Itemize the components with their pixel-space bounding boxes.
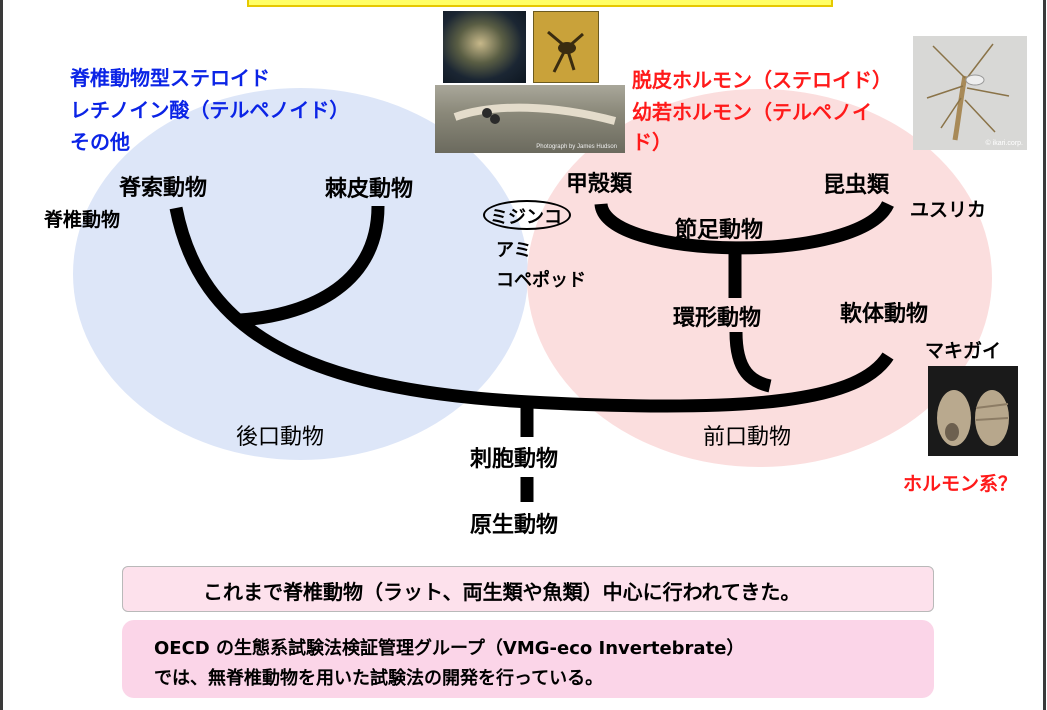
copepod-drawing	[547, 30, 584, 73]
snail-drawing	[937, 390, 1009, 446]
tree-branch-chordate-to-protostome	[169, 206, 894, 413]
slide-border-right	[1043, 0, 1046, 710]
copepod-photo	[533, 11, 599, 83]
label-arthropoda: 節足動物	[675, 218, 764, 243]
label-snail: マキガイ	[925, 340, 1002, 362]
label-insecta: 昆虫類	[823, 173, 890, 198]
chironomid-photo-credit: © ikari.corp.	[985, 140, 1023, 147]
mysid-drawing	[453, 103, 617, 125]
mysid-photo-credit: Photograph by James Hudson	[536, 144, 617, 150]
label-crustacea: 甲殻類	[566, 172, 633, 197]
snail-photo	[928, 366, 1018, 456]
invertebrate-hormone-2: 幼若ホルモン（テルペノイ	[632, 100, 872, 124]
slide-border-left	[0, 0, 3, 710]
label-chironomid: ユスリカ	[910, 199, 987, 221]
daphnia-highlight-ellipse	[483, 200, 571, 230]
vertebrate-hormone-3: その他	[70, 130, 130, 154]
snail-hormone-question: ホルモン系？	[903, 473, 1018, 495]
tree-branch-arthropod-cup	[594, 200, 894, 255]
label-annelida: 環形動物	[673, 306, 762, 331]
example-copepod: コペポッド	[496, 270, 586, 291]
mysid-photo: Photograph by James Hudson	[435, 85, 625, 153]
label-protostome: 前口動物	[703, 425, 792, 450]
label-protozoa: 原生動物	[470, 513, 559, 538]
title-bar-edge	[247, 0, 833, 7]
note-oecd-line1: OECD の生態系試験法検証管理グループ（VMG-eco Invertebrat…	[154, 638, 745, 659]
vertebrate-hormone-2: レチノイン酸（テルペノイド）	[70, 98, 350, 122]
note-box-history: これまで脊椎動物（ラット、両生類や魚類）中心に行われてきた。	[122, 566, 934, 612]
label-deuterostome: 後口動物	[236, 425, 325, 450]
label-chordata: 脊索動物	[119, 176, 208, 201]
example-mysid: アミ	[496, 240, 532, 261]
daphnia-photo	[443, 11, 526, 83]
chironomid-drawing	[926, 43, 1010, 141]
label-mollusca: 軟体動物	[840, 302, 929, 327]
note-history-text: これまで脊椎動物（ラット、両生類や魚類）中心に行われてきた。	[203, 580, 801, 604]
vertebrate-hormone-1: 脊椎動物型ステロイド	[70, 66, 270, 90]
label-vertebrata: 脊椎動物	[44, 209, 121, 231]
chironomid-photo: © ikari.corp.	[913, 36, 1027, 150]
label-echinodermata: 棘皮動物	[325, 177, 414, 202]
invertebrate-hormone-3: ド）	[632, 130, 672, 154]
note-oecd-line2: では、無脊椎動物を用いた試験法の開発を行っている。	[154, 668, 604, 689]
tree-branch-annelid	[729, 331, 772, 393]
note-box-oecd: OECD の生態系試験法検証管理グループ（VMG-eco Invertebrat…	[122, 620, 934, 698]
tree-branch-echinoderm	[239, 205, 385, 327]
label-cnidaria: 刺胞動物	[470, 447, 559, 472]
example-daphnia: ミジンコ	[490, 207, 562, 228]
invertebrate-hormone-1: 脱皮ホルモン（ステロイド）	[632, 68, 892, 92]
